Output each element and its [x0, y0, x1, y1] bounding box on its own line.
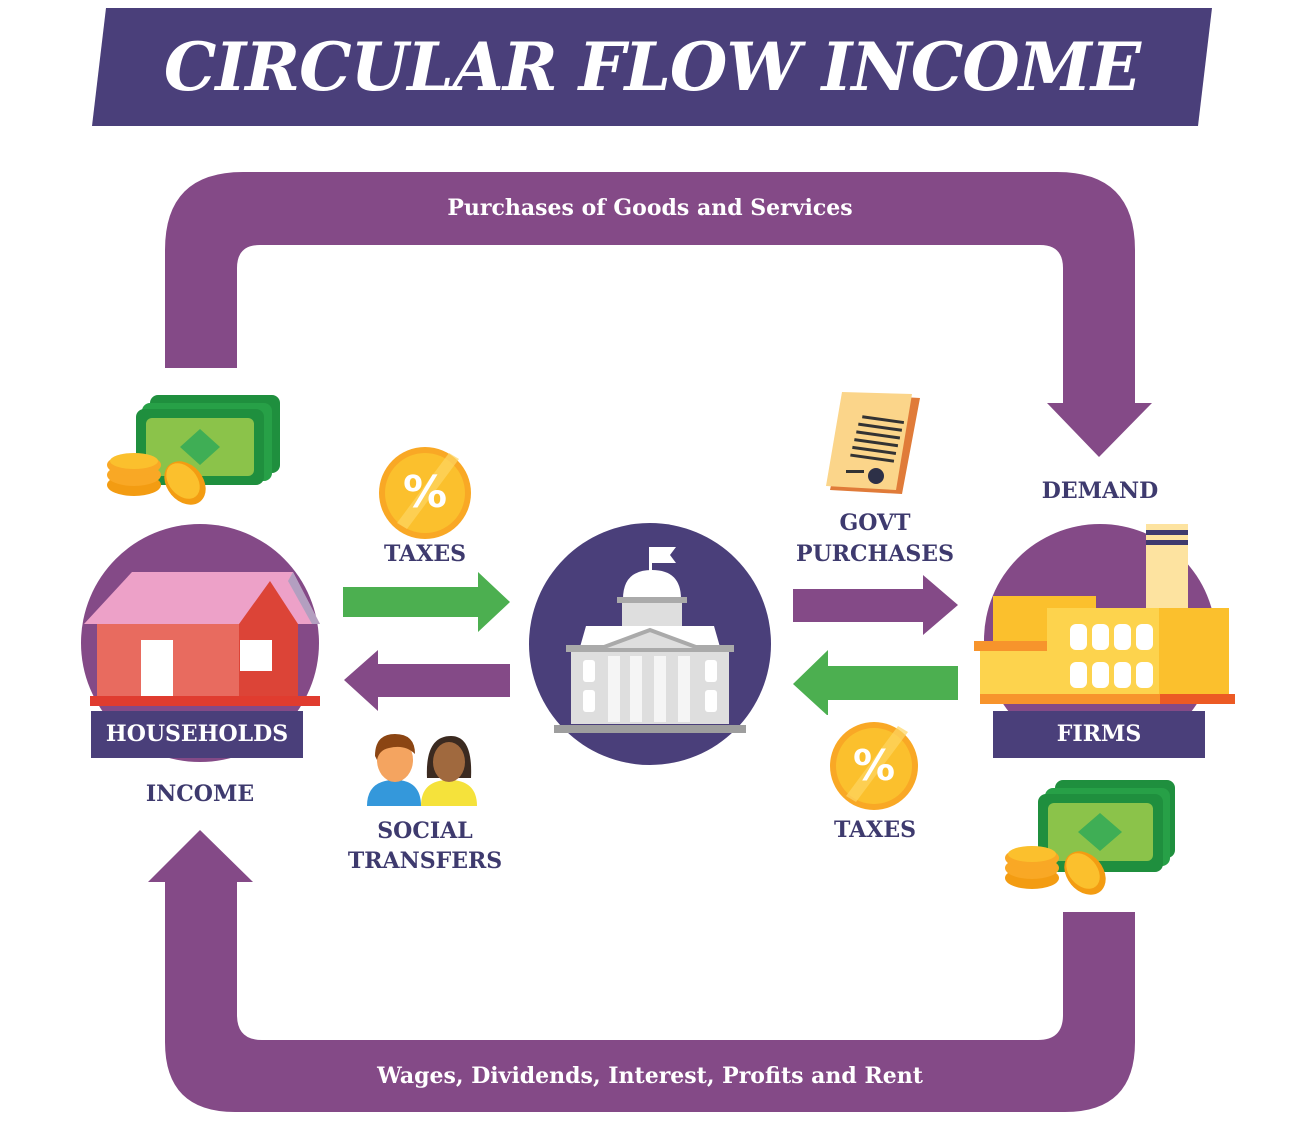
households-label: HOUSEHOLDS: [91, 711, 303, 758]
demand-arrow-head: [1047, 403, 1152, 457]
social-transfers-icon: [365, 728, 480, 810]
income-label: INCOME: [145, 781, 255, 807]
house-icon: [81, 524, 320, 762]
percent-coin-icon: %: [379, 447, 471, 539]
document-icon: [826, 392, 920, 494]
government-node: [528, 522, 772, 766]
govt-purchases-document: [822, 390, 932, 502]
page-title: CIRCULAR FLOW INCOME: [163, 28, 1141, 106]
govt-purchases-label-line2: PURCHASES: [796, 541, 954, 567]
svg-text:%: %: [403, 467, 447, 518]
demand-label: DEMAND: [1041, 478, 1159, 504]
social-transfers-label-line2: TRANSFERS: [347, 848, 503, 874]
taxes-coin-right: %: [828, 720, 924, 816]
people-icon: [367, 734, 477, 806]
households-node: [80, 523, 320, 763]
svg-text:%: %: [853, 741, 895, 790]
top-flow-label: Purchases of Goods and Services: [447, 195, 853, 221]
money-stack-icon: [107, 395, 280, 505]
firms-node: [960, 520, 1245, 760]
taxes-arrow-from-firms: [793, 650, 958, 715]
taxes-label-right: TAXES: [834, 817, 916, 843]
money-stack-icon: [1005, 780, 1175, 895]
government-building-icon: [529, 523, 771, 765]
taxes-arrow-to-government: [343, 572, 510, 632]
social-transfers-label-line1: SOCIAL: [377, 818, 473, 844]
firms-label: FIRMS: [993, 711, 1205, 758]
factory-icon: [974, 524, 1235, 756]
banner-shape: [92, 8, 1212, 126]
title-banner: CIRCULAR FLOW INCOME: [92, 8, 1212, 126]
bottom-flow-label: Wages, Dividends, Interest, Profits and …: [377, 1063, 923, 1089]
social-transfers-arrow-to-households: [344, 650, 510, 711]
taxes-label-left: TAXES: [384, 541, 466, 567]
taxes-coin-left: %: [377, 445, 473, 541]
money-stack-right: [1000, 778, 1190, 903]
income-arrow-head: [148, 830, 253, 882]
percent-coin-icon: %: [830, 722, 918, 810]
money-stack-left: [100, 385, 290, 510]
govt-purchases-arrow-to-firms: [793, 575, 958, 635]
govt-purchases-label-line1: GOVT: [839, 510, 911, 536]
